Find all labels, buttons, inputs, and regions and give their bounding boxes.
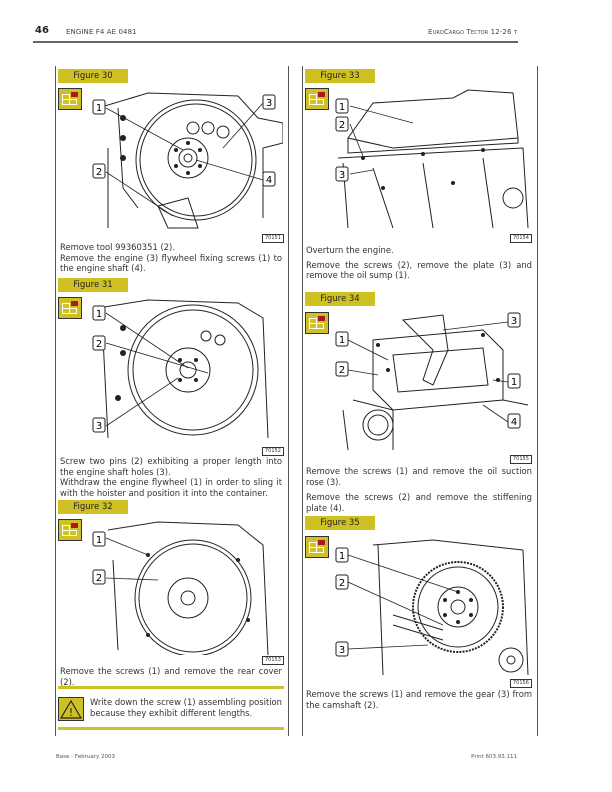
svg-text:2: 2 xyxy=(339,120,345,131)
figure-icon xyxy=(58,519,82,541)
callout-label: 3 xyxy=(507,312,521,328)
svg-text:2: 2 xyxy=(96,339,102,350)
callout-label: 2 xyxy=(335,361,349,377)
callout-label: 2 xyxy=(92,569,106,585)
svg-text:3: 3 xyxy=(96,421,102,432)
figure-32-label: Figure 32 xyxy=(58,500,128,514)
callout-label: 3 xyxy=(335,166,349,182)
callout-label: 1 xyxy=(335,98,349,114)
footer-left: Base - February 2003 xyxy=(56,754,115,760)
figure-31-label: Figure 31 xyxy=(58,278,128,292)
figure-35-ref: 70156 xyxy=(510,679,532,688)
figure-34-label: Figure 34 xyxy=(305,292,375,306)
svg-text:4: 4 xyxy=(266,175,272,186)
figure-icon xyxy=(305,312,329,334)
figure-35-label: Figure 35 xyxy=(305,516,375,530)
left-column-border xyxy=(55,66,56,736)
svg-text:2: 2 xyxy=(96,573,102,584)
figure-icon xyxy=(58,297,82,319)
callout-label: 1 xyxy=(507,373,521,389)
svg-text:2: 2 xyxy=(339,365,345,376)
header-right-title: EuroCargo Tector 12-26 t xyxy=(428,28,517,36)
svg-text:4: 4 xyxy=(511,417,517,428)
callout-label: 2 xyxy=(335,116,349,132)
figure-32-text: Remove the screws (1) and remove the rea… xyxy=(60,666,282,687)
warning-bottom-bar xyxy=(58,727,284,730)
figure-34-ref: 70155 xyxy=(510,455,532,464)
figure-33-text: Overturn the engine.Remove the screws (2… xyxy=(306,245,532,280)
figure-icon xyxy=(58,88,82,110)
svg-text:1: 1 xyxy=(339,551,345,562)
svg-text:3: 3 xyxy=(511,316,517,327)
svg-text:2: 2 xyxy=(339,578,345,589)
header-rule xyxy=(33,41,518,43)
left-column-border-right xyxy=(288,66,289,736)
callout-label: 2 xyxy=(335,574,349,590)
callout-label: 1 xyxy=(92,305,106,321)
svg-text:3: 3 xyxy=(339,170,345,181)
warning-text: Write down the screw (1) assembling posi… xyxy=(90,697,282,718)
warning-triangle-icon: ! xyxy=(58,697,84,721)
svg-text:2: 2 xyxy=(96,167,102,178)
callout-label: 1 xyxy=(335,331,349,347)
svg-text:1: 1 xyxy=(96,103,102,114)
figure-30-ref: 70151 xyxy=(262,234,284,243)
page-number: 46 xyxy=(35,25,49,36)
header-left-title: ENGINE F4 AE 0481 xyxy=(66,28,137,36)
figure-32-ref: 70153 xyxy=(262,656,284,665)
figure-30-label: Figure 30 xyxy=(58,69,128,83)
svg-text:3: 3 xyxy=(339,645,345,656)
callout-2: 2 xyxy=(92,163,106,179)
figure-33-oil-sump-drawing: 1 2 3 xyxy=(335,89,529,229)
svg-text:1: 1 xyxy=(96,309,102,320)
figure-33-ref: 70154 xyxy=(510,234,532,243)
right-column-border xyxy=(302,66,303,736)
figure-30-text: Remove tool 99360351 (2).Remove the engi… xyxy=(60,242,282,273)
footer-right: Print 603.93.111 xyxy=(471,754,517,760)
svg-text:1: 1 xyxy=(339,102,345,113)
warning-top-bar xyxy=(58,686,284,689)
figure-32-rear-cover-drawing: 1 2 xyxy=(92,521,269,655)
svg-text:3: 3 xyxy=(266,98,272,109)
svg-text:!: ! xyxy=(69,706,73,719)
svg-text:1: 1 xyxy=(511,377,517,388)
figure-icon xyxy=(305,536,329,558)
callout-label: 2 xyxy=(92,335,106,351)
callout-4: 4 xyxy=(262,171,276,187)
figure-icon xyxy=(305,88,329,110)
figure-34-crankcase-drawing: 1 2 3 1 4 xyxy=(335,312,529,450)
figure-30-flywheel-drawing: 1 2 3 4 xyxy=(92,92,283,229)
svg-text:1: 1 xyxy=(339,335,345,346)
callout-3: 3 xyxy=(262,94,276,110)
svg-text:1: 1 xyxy=(96,535,102,546)
callout-1: 1 xyxy=(92,99,106,115)
figure-34-text: Remove the screws (1) and remove the oil… xyxy=(306,466,532,513)
figure-35-camshaft-gear-drawing: 1 2 3 xyxy=(335,539,529,675)
figure-31-flywheel-drawing: 1 2 3 xyxy=(92,299,269,439)
figure-33-label: Figure 33 xyxy=(305,69,375,83)
right-column-border-right xyxy=(537,66,538,736)
callout-label: 3 xyxy=(92,417,106,433)
figure-31-text: Screw two pins (2) exhibiting a proper l… xyxy=(60,456,282,498)
callout-label: 4 xyxy=(507,413,521,429)
callout-label: 1 xyxy=(92,531,106,547)
callout-label: 3 xyxy=(335,641,349,657)
callout-label: 1 xyxy=(335,547,349,563)
figure-35-text: Remove the screws (1) and remove the gea… xyxy=(306,689,532,710)
figure-31-ref: 70152 xyxy=(262,447,284,456)
